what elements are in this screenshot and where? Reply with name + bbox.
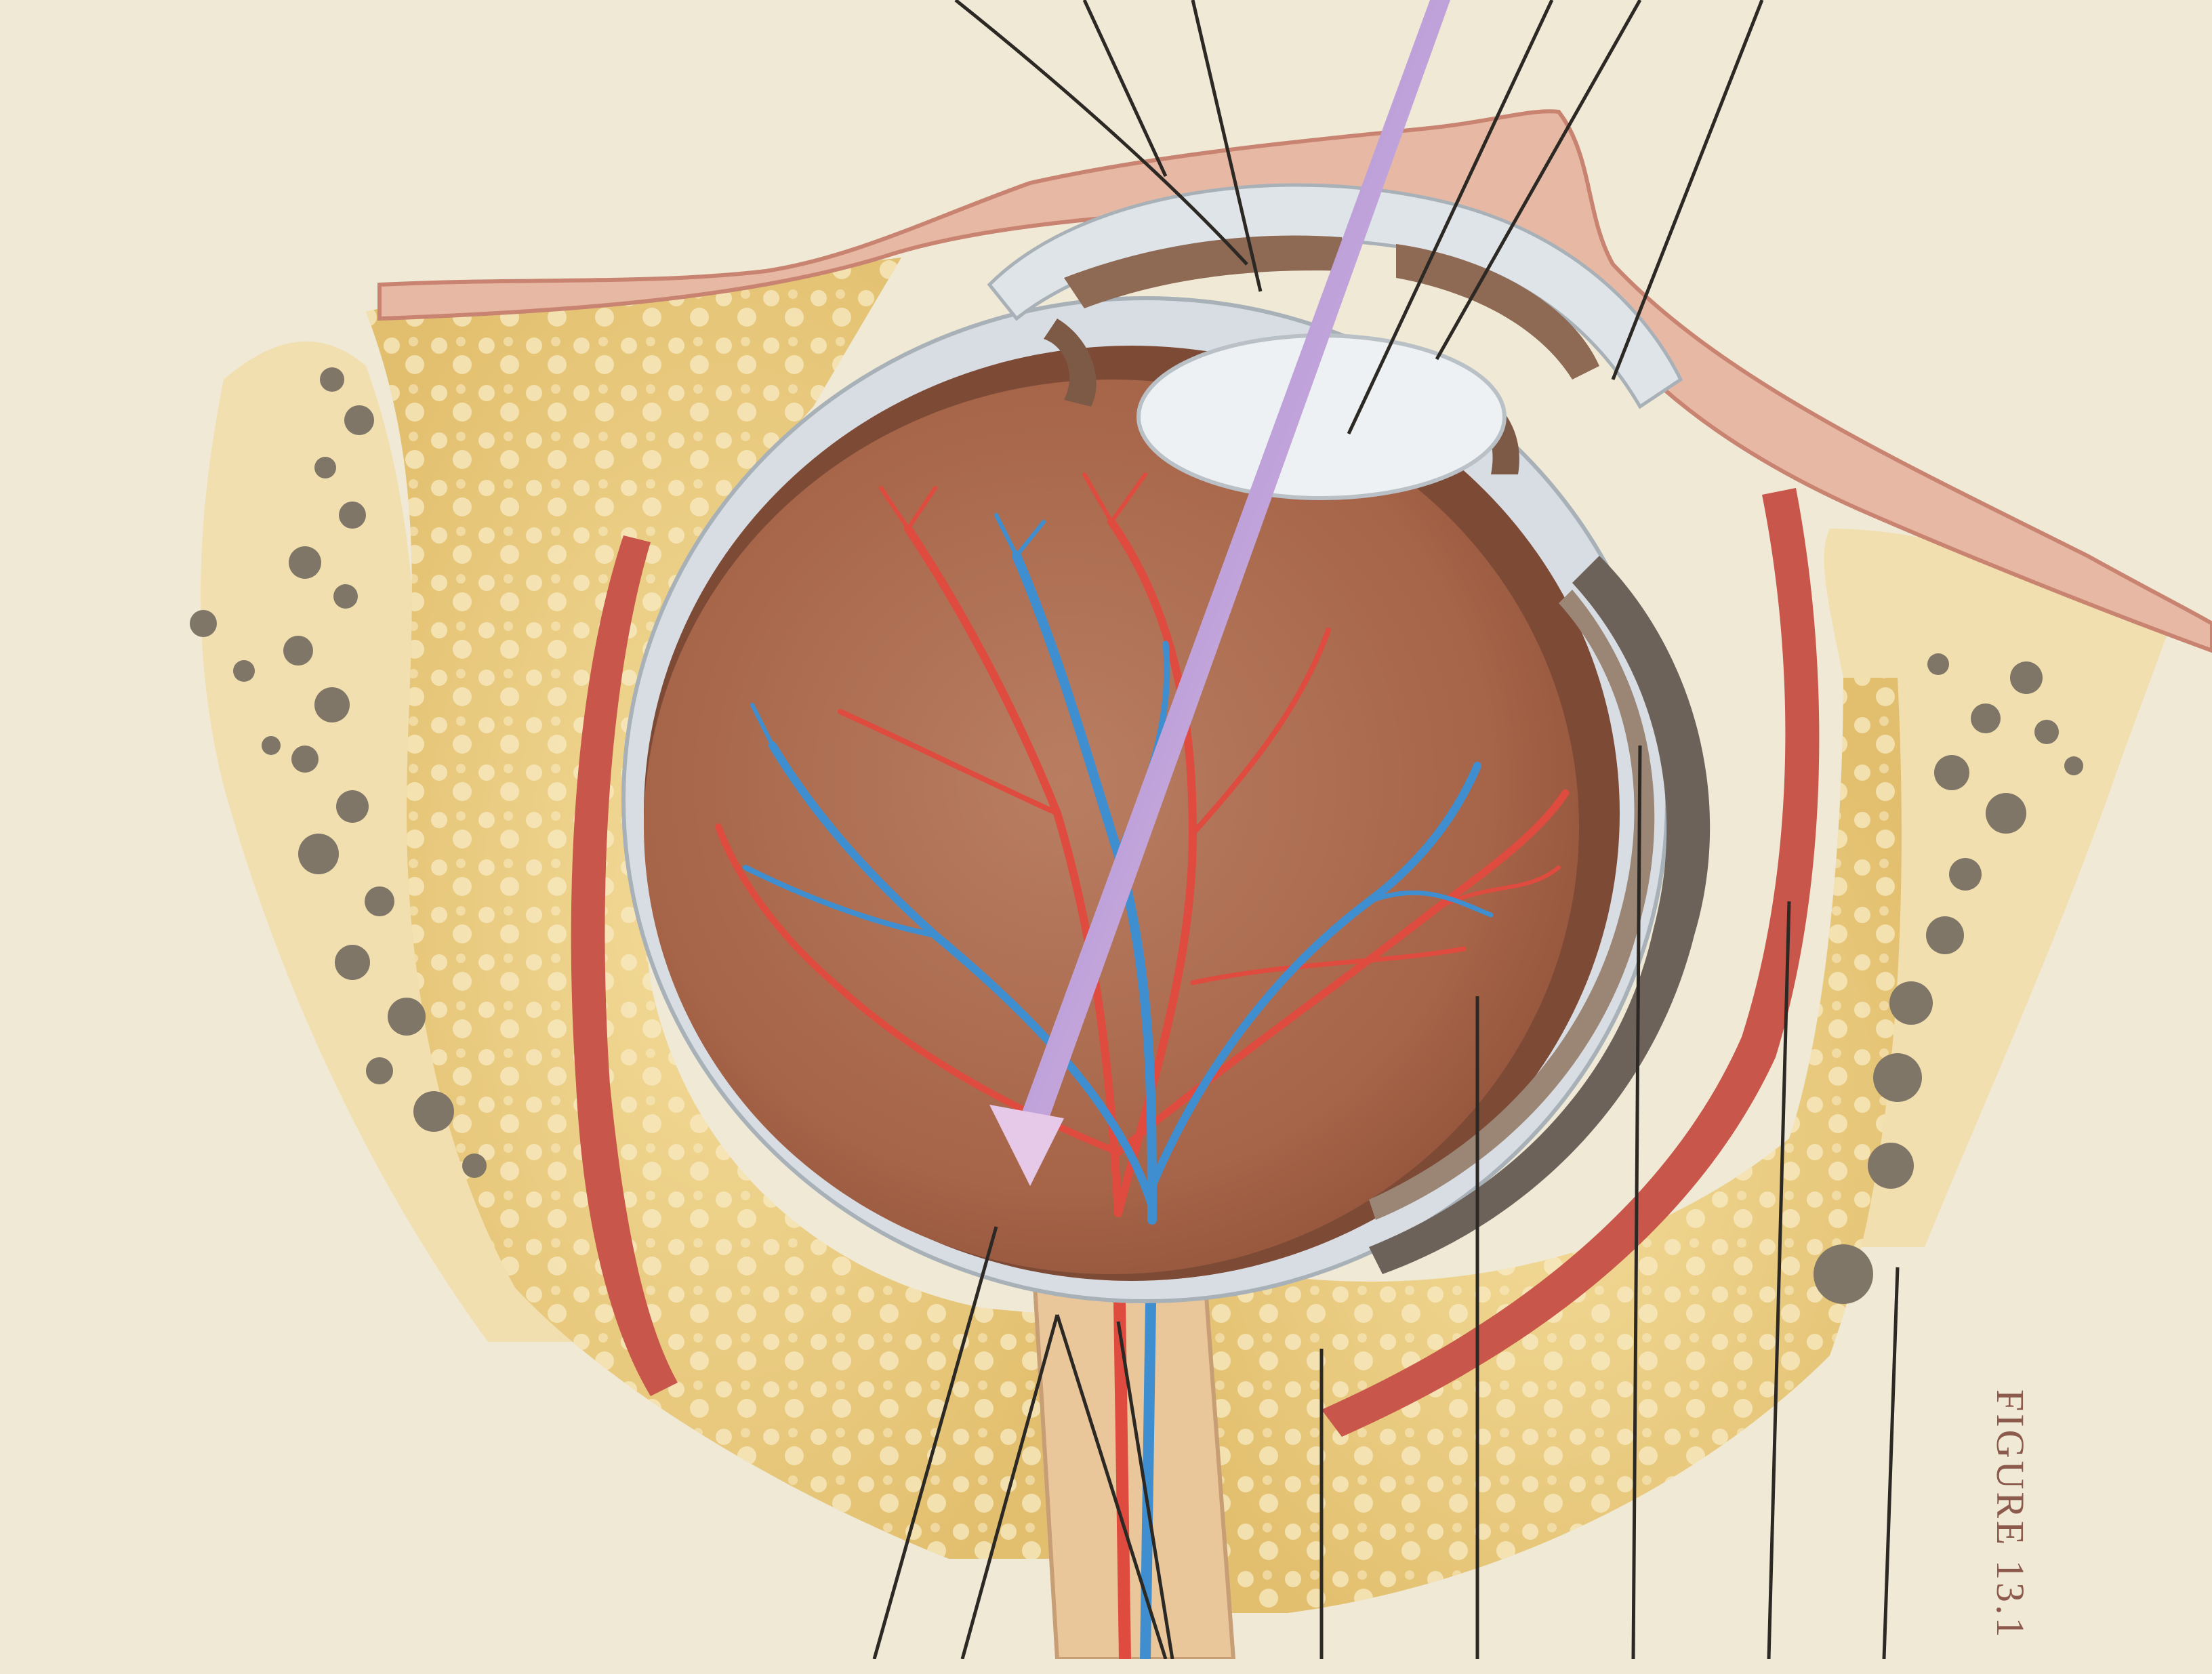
leader-line-6 bbox=[1611, 0, 1764, 380]
iris-right bbox=[1396, 244, 1599, 380]
iris bbox=[1064, 235, 1349, 308]
leader-line-3 bbox=[1191, 0, 1263, 292]
lens bbox=[1136, 333, 1507, 500]
leader-line-13 bbox=[1631, 745, 1642, 1659]
superior-rectus-muscle bbox=[571, 535, 678, 1396]
orbital-fat-lower-pattern bbox=[1193, 678, 1902, 1613]
leader-line-1 bbox=[954, 0, 1248, 266]
leader-line-2 bbox=[1082, 0, 1168, 178]
leader-line-8 bbox=[960, 1314, 1059, 1659]
leader-line-7 bbox=[872, 1226, 998, 1659]
light-ray-arrow bbox=[989, 0, 1450, 1186]
leader-line-15 bbox=[1882, 1267, 1900, 1659]
leader-line-5 bbox=[1435, 0, 1642, 361]
label-leader-lines bbox=[872, 0, 1900, 1659]
leader-line-10 bbox=[1116, 1321, 1174, 1659]
bone-cavities bbox=[190, 367, 2083, 1304]
leader-line-14 bbox=[1767, 901, 1791, 1659]
figure-caption: FIGURE 13.1 bbox=[1988, 1389, 2032, 1640]
leader-line-9 bbox=[1055, 1314, 1168, 1659]
ciliary-body-left bbox=[1044, 319, 1097, 407]
leader-line-4 bbox=[1347, 0, 1554, 435]
orbital-fat-pattern bbox=[366, 258, 1078, 1559]
